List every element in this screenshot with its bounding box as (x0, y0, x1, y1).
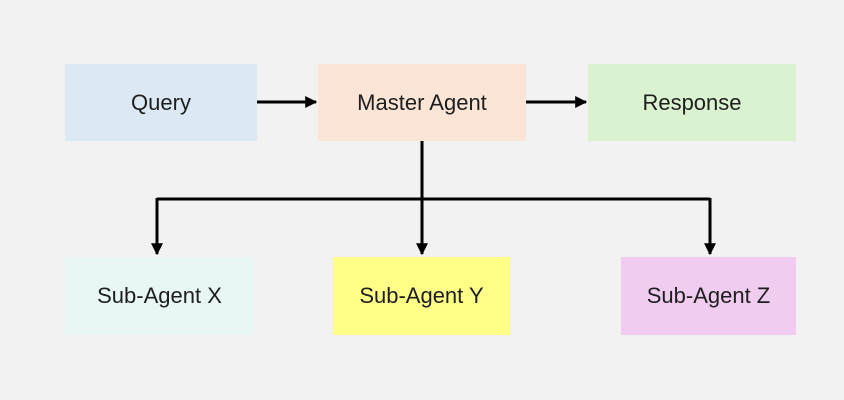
response-node-label: Response (642, 89, 742, 115)
master-agent-node-label: Master Agent (357, 89, 487, 115)
sub-agent-z-node: Sub-Agent Z (621, 257, 796, 335)
sub-agent-x-node: Sub-Agent X (65, 257, 254, 335)
sub-agent-x-node-label: Sub-Agent X (97, 283, 222, 308)
master-agent-node: Master Agent (318, 64, 526, 141)
query-node-label: Query (131, 89, 191, 115)
sub-agent-y-node-label: Sub-Agent Y (359, 283, 484, 308)
query-node: Query (65, 64, 257, 141)
sub-agent-y-node: Sub-Agent Y (333, 257, 510, 335)
response-node: Response (588, 64, 796, 141)
sub-agent-z-node-label: Sub-Agent Z (646, 283, 771, 308)
